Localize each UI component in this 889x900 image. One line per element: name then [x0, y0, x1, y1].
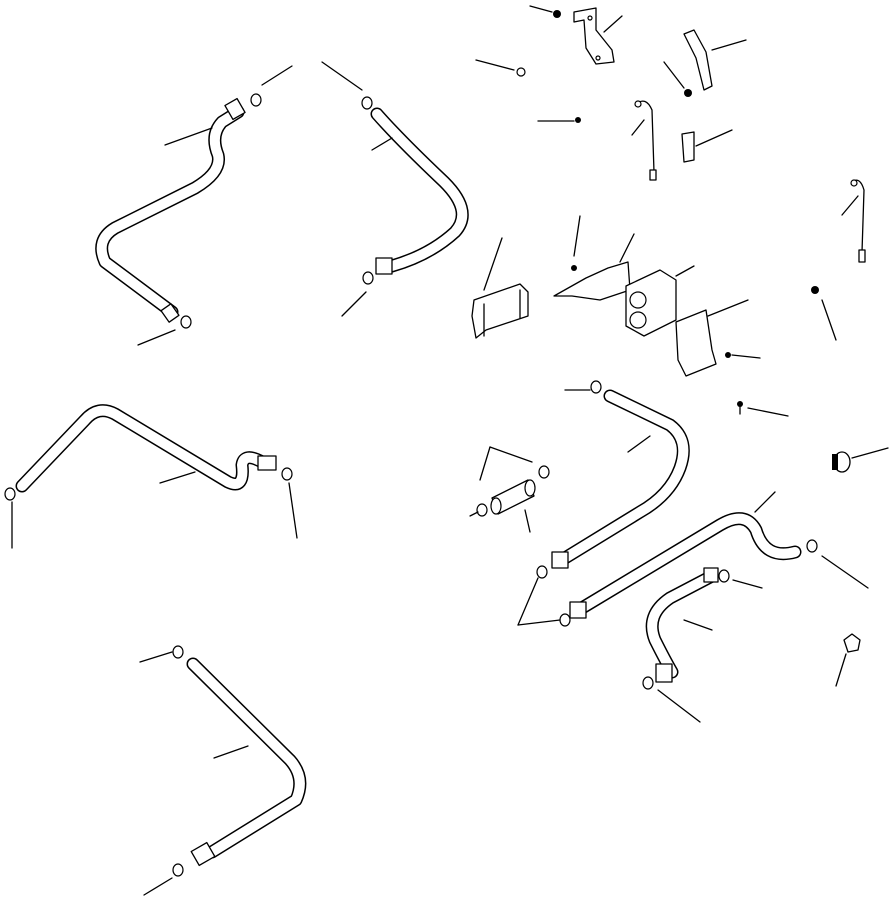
- o-ring: [180, 315, 192, 329]
- hose-right-lower: [645, 567, 719, 683]
- o-ring: [590, 380, 602, 394]
- grommet: [832, 451, 851, 473]
- o-ring: [4, 487, 16, 501]
- connector-tube: [490, 479, 536, 515]
- o-ring: [806, 539, 818, 553]
- o-ring: [476, 503, 488, 517]
- nut: [843, 633, 861, 653]
- o-ring: [250, 93, 262, 107]
- pin: [737, 401, 743, 415]
- screw: [575, 117, 581, 123]
- o-ring: [559, 613, 571, 627]
- hose-upper-middle: [370, 107, 469, 275]
- hose-right-upper: [551, 389, 690, 569]
- o-ring: [718, 569, 730, 583]
- bracket-top-right: [683, 29, 713, 91]
- o-ring: [281, 467, 293, 481]
- bolt: [571, 265, 577, 271]
- o-ring: [538, 465, 550, 479]
- hose-middle-left: [15, 404, 277, 493]
- o-ring: [642, 676, 654, 690]
- bolt: [811, 286, 819, 294]
- bolt: [553, 10, 561, 18]
- hose-right-middle: [569, 512, 802, 619]
- o-ring: [361, 96, 373, 110]
- o-ring: [172, 863, 184, 877]
- o-ring: [362, 271, 374, 285]
- mounting-plate: [553, 261, 631, 301]
- bolt: [684, 89, 692, 97]
- bracket-middle-left: [471, 283, 529, 339]
- valve-block: [625, 269, 677, 337]
- clip-bracket: [681, 131, 695, 163]
- o-ring: [172, 645, 184, 659]
- bracket-top: [573, 7, 615, 65]
- cable-right: [850, 179, 866, 263]
- hose-upper-left: [95, 97, 246, 323]
- bolt: [725, 352, 731, 358]
- cable-center: [634, 100, 657, 181]
- block-bracket: [675, 309, 717, 377]
- clip: [516, 67, 526, 77]
- o-ring: [536, 565, 548, 579]
- hose-lower-left: [186, 657, 307, 867]
